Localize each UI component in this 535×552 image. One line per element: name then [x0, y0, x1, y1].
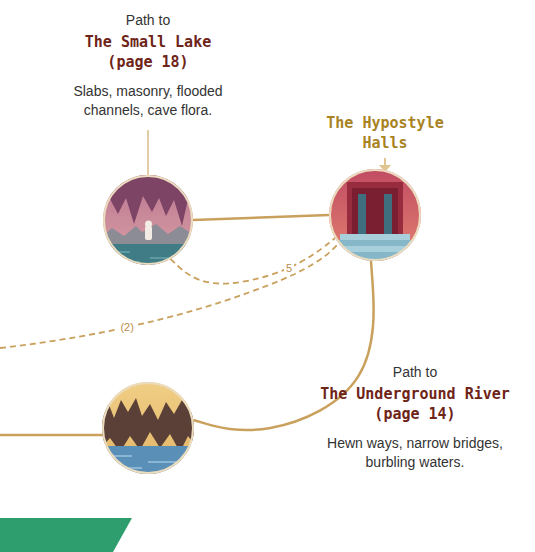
circle-outline: [329, 169, 421, 261]
circle-outline: [102, 382, 194, 474]
area-description: Hewn ways, narrow bridges, burbling wate…: [315, 434, 515, 472]
leader-line: [147, 130, 149, 175]
path-line: [193, 215, 329, 220]
path-count: 5: [284, 262, 294, 274]
path-line: [0, 434, 103, 437]
area-description: Slabs, masonry, flooded channels, cave f…: [60, 82, 236, 120]
banner-corner: [0, 518, 132, 552]
path-title: The Underground River (page 14): [310, 384, 520, 424]
path-heading-river: Path toThe Underground River (page 14) He…: [295, 362, 535, 472]
circle-border: [103, 383, 193, 473]
circle-river: Path toThe Underground River (page 14)He…: [102, 382, 194, 474]
path-line: [193, 261, 373, 430]
area-title: The Hypostyle Halls: [310, 113, 460, 153]
area-title: The Hypostyle Halls: [310, 113, 460, 153]
path-count: (2): [118, 321, 135, 333]
halls-scene: [320, 167, 430, 264]
circle-border: [104, 176, 192, 264]
circle-lake: Path toThe Small Lake (page 18)Slabs, ma…: [103, 175, 193, 265]
path-title: The Small Lake (page 18): [73, 32, 223, 72]
path-heading-lake: Path toThe Small Lake (page 18) Slabs, ma…: [48, 10, 248, 120]
lake-scene: [100, 172, 196, 268]
river-scene: [99, 379, 197, 478]
path-intro: Path to: [48, 10, 248, 30]
circle-border: [330, 170, 420, 260]
dashed-path: [0, 244, 338, 348]
dashed-path: [171, 238, 336, 284]
circle-halls: The Hypostyle Halls: [329, 169, 421, 261]
path-intro: Path to: [295, 362, 535, 382]
circle-outline: [103, 175, 193, 265]
